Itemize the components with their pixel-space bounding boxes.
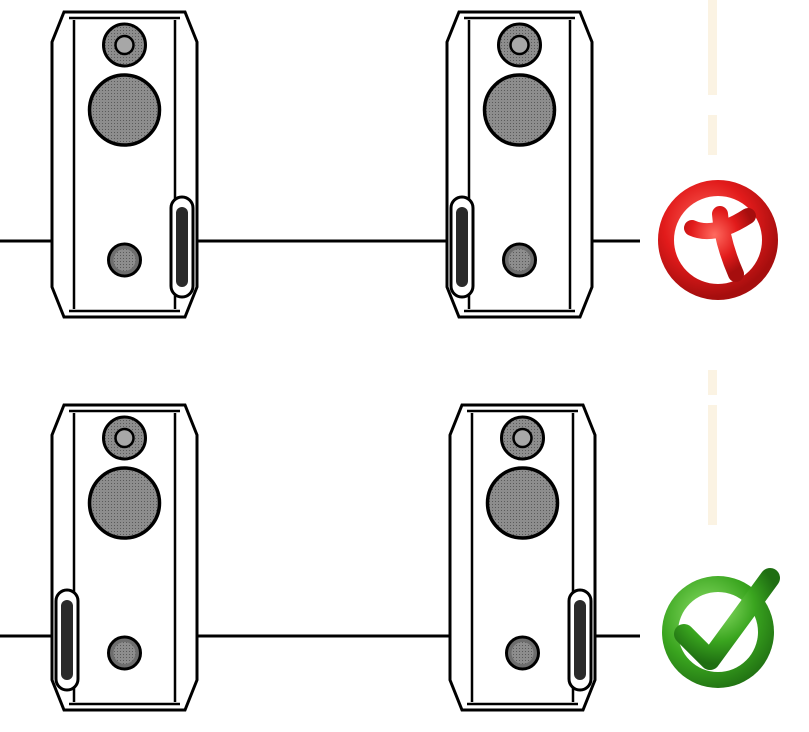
left-speaker	[50, 10, 199, 319]
red-cross-icon	[658, 180, 778, 300]
tweeter-dome	[512, 427, 533, 449]
speaker-body	[445, 10, 594, 319]
tweeter-dome	[509, 34, 530, 56]
woofer	[87, 466, 162, 540]
front-port-grille	[508, 249, 531, 271]
front-port-grille	[511, 642, 534, 664]
tweeter-dome	[114, 34, 135, 56]
right-speaker	[448, 403, 597, 712]
speaker-edge-lines	[69, 409, 180, 706]
rear-port-opening	[61, 600, 73, 680]
rear-port-opening	[574, 600, 586, 680]
cross-badge-ring	[658, 180, 778, 300]
rear-port-opening	[456, 207, 468, 287]
incorrect-placement-row	[0, 10, 778, 319]
left-speaker	[50, 403, 199, 712]
woofer	[485, 466, 560, 540]
correct-placement-row	[0, 403, 780, 712]
woofer	[87, 73, 162, 147]
speaker-body	[50, 403, 199, 712]
faint-artifact	[708, 370, 717, 395]
speaker-edge-lines	[464, 16, 575, 313]
speaker-body	[50, 10, 199, 319]
woofer	[482, 73, 557, 147]
faint-artifact	[708, 405, 717, 525]
right-speaker	[445, 10, 594, 319]
cross-mark	[684, 206, 756, 282]
check-mark	[674, 568, 780, 670]
faint-artifact	[708, 0, 717, 95]
speaker-body	[448, 403, 597, 712]
faint-artifact	[708, 115, 717, 155]
green-check-icon	[658, 568, 780, 692]
front-port-grille	[113, 642, 136, 664]
tweeter-dome	[114, 427, 135, 449]
front-port-grille	[113, 249, 136, 271]
rear-port-opening	[176, 207, 188, 287]
speaker-edge-lines	[69, 16, 180, 313]
speaker-edge-lines	[467, 409, 578, 706]
